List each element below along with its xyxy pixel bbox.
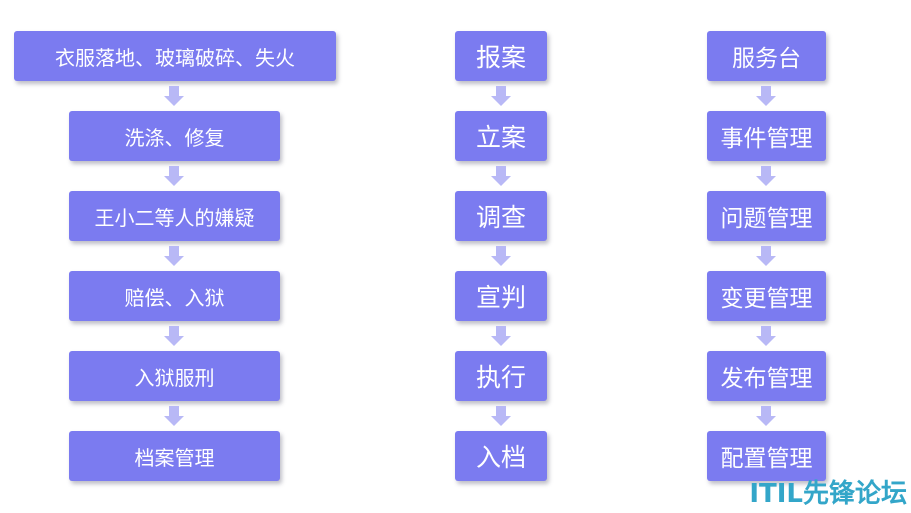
legal-step-5-label: 执行 (475, 363, 526, 392)
down-arrow-icon (756, 326, 776, 346)
legal-step-3: 调查 (455, 191, 547, 241)
down-arrow-icon (164, 166, 184, 186)
legal-step-1-label: 报案 (475, 43, 526, 72)
itil-step-5-label: 发布管理 (720, 366, 813, 392)
down-arrow-icon (491, 166, 511, 186)
legal-step-4: 宣判 (455, 271, 547, 321)
legal-step-6-label: 入档 (475, 443, 526, 472)
legal-step-5: 执行 (455, 351, 547, 401)
incident-step-1-label: 衣服落地、玻璃破碎、失火 (55, 45, 295, 70)
itil-step-4-label: 变更管理 (720, 286, 813, 312)
itil-step-6: 配置管理 (707, 431, 826, 481)
incident-step-6: 档案管理 (69, 431, 280, 481)
down-arrow-icon (756, 86, 776, 106)
down-arrow-icon (491, 326, 511, 346)
down-arrow-icon (491, 246, 511, 266)
down-arrow-icon (491, 86, 511, 106)
itil-step-2: 事件管理 (707, 111, 826, 161)
itil-step-5: 发布管理 (707, 351, 826, 401)
itil-step-2-label: 事件管理 (720, 126, 813, 152)
incident-step-5: 入狱服刑 (69, 351, 280, 401)
down-arrow-icon (756, 406, 776, 426)
legal-step-4-label: 宣判 (475, 283, 526, 312)
incident-step-4: 赔偿、入狱 (69, 271, 280, 321)
down-arrow-icon (756, 246, 776, 266)
itil-step-3-label: 问题管理 (720, 206, 813, 232)
legal-step-1: 报案 (455, 31, 547, 81)
incident-step-2-label: 洗涤、修复 (124, 125, 225, 150)
down-arrow-icon (491, 406, 511, 426)
down-arrow-icon (164, 406, 184, 426)
itil-step-1: 服务台 (707, 31, 826, 81)
incident-step-1: 衣服落地、玻璃破碎、失火 (14, 31, 336, 81)
down-arrow-icon (756, 166, 776, 186)
legal-step-2-label: 立案 (475, 123, 526, 152)
down-arrow-icon (164, 86, 184, 106)
watermark: ITIL先锋论坛 (749, 479, 907, 509)
legal-step-2: 立案 (455, 111, 547, 161)
itil-step-1-label: 服务台 (732, 46, 801, 72)
incident-step-3: 王小二等人的嫌疑 (69, 191, 280, 241)
legal-step-6: 入档 (455, 431, 547, 481)
itil-step-4: 变更管理 (707, 271, 826, 321)
legal-step-3-label: 调查 (475, 203, 526, 232)
incident-step-4-label: 赔偿、入狱 (124, 285, 225, 310)
itil-step-3: 问题管理 (707, 191, 826, 241)
incident-step-6-label: 档案管理 (134, 445, 215, 470)
down-arrow-icon (164, 326, 184, 346)
incident-step-3-label: 王小二等人的嫌疑 (94, 205, 255, 230)
incident-step-2: 洗涤、修复 (69, 111, 280, 161)
incident-step-5-label: 入狱服刑 (134, 365, 215, 390)
down-arrow-icon (164, 246, 184, 266)
itil-step-6-label: 配置管理 (720, 446, 813, 472)
